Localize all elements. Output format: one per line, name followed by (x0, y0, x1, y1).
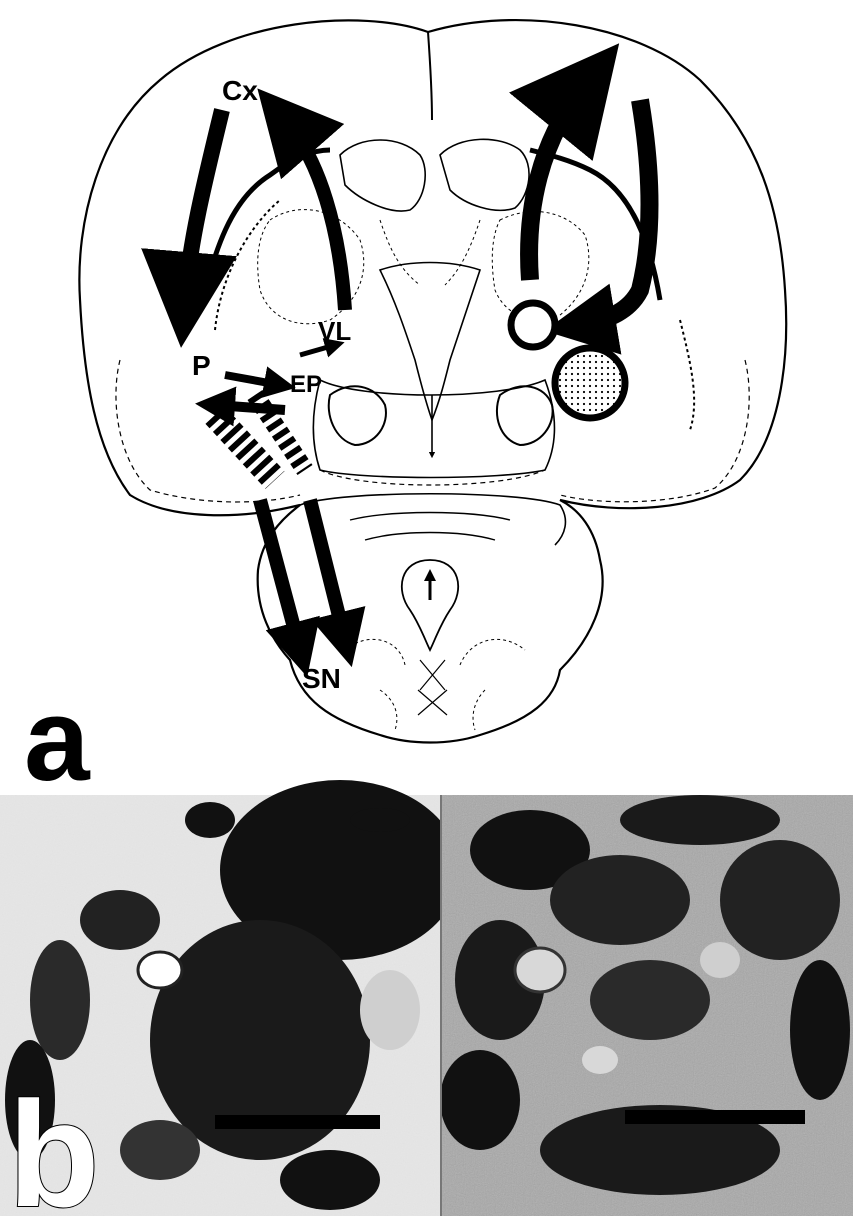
arrow-ep-to-vl (300, 345, 335, 355)
panel-b-micrographs (0, 780, 853, 1216)
decussation (418, 660, 447, 715)
injection-site-thalamus (511, 303, 555, 347)
arrow-cx-to-p (185, 110, 222, 300)
central-dashed (380, 220, 480, 285)
fourth-ventricle (402, 560, 458, 650)
scale-bar-left (215, 1115, 380, 1129)
label-ep: EP (290, 371, 322, 398)
panel-label-b: b (8, 1070, 100, 1216)
arrow-to-sn-2 (310, 500, 345, 640)
arrow-vl-to-cx (285, 120, 345, 310)
diencephalon-lower (313, 380, 554, 478)
hippocampus-right (440, 139, 529, 210)
arrow-right-up (529, 85, 585, 280)
arrow-p-to-ep (225, 375, 280, 385)
striatum-right-boundary-2 (680, 320, 694, 430)
third-ventricle (380, 263, 480, 421)
pons-outline (300, 494, 565, 545)
arrow-right-down (580, 100, 649, 325)
panel-a-diagram: Cx VL P EP SN (79, 20, 786, 742)
label-sn: SN (302, 663, 341, 694)
micrograph-right (440, 795, 853, 1216)
hippocampus-left (340, 140, 425, 211)
panel-label-a: a (24, 674, 91, 806)
lower-dashed-nuclei (345, 639, 525, 730)
peduncle-left (329, 386, 386, 445)
brain-outline (79, 20, 786, 742)
scale-bar-right (625, 1110, 805, 1124)
peduncle-right (497, 386, 553, 445)
label-cx: Cx (222, 75, 258, 106)
label-vl: VL (318, 316, 351, 346)
injection-site-ep (555, 348, 625, 418)
label-p: P (192, 350, 211, 381)
brainstem-arcs (350, 513, 510, 541)
midline (428, 32, 432, 120)
striatonigral-bundle (215, 395, 305, 480)
